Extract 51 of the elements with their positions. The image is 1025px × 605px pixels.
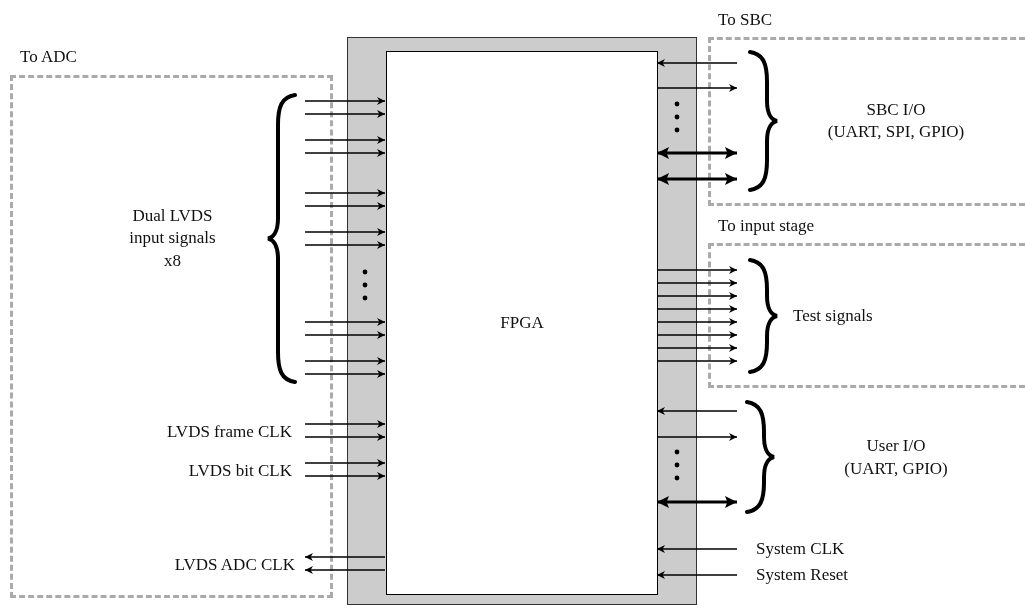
signal-label: LVDS ADC CLK: [85, 553, 305, 577]
arrow: [304, 189, 386, 197]
arrow: [304, 241, 386, 249]
fpga-block: FPGA: [386, 51, 658, 595]
pin-band: [347, 37, 697, 605]
arrow: [656, 84, 738, 92]
signal-label: LVDS bit CLK: [85, 459, 305, 483]
signal-label: LVDS frame CLK: [85, 420, 305, 444]
arrow: [304, 149, 386, 157]
double-arrow: [657, 147, 737, 159]
arrow: [304, 110, 386, 118]
double-arrow: [657, 173, 737, 185]
arrow: [656, 59, 738, 67]
arrow: [656, 279, 738, 287]
arrow: [656, 344, 738, 352]
arrow: [304, 420, 386, 428]
arrow: [304, 202, 386, 210]
arrow: [656, 331, 738, 339]
arrow: [656, 571, 738, 579]
arrow: [304, 331, 386, 339]
arrow: [304, 97, 386, 105]
region-heading: To ADC: [20, 47, 77, 67]
arrow: [304, 459, 386, 467]
signal-label: User I/O: [866, 435, 926, 458]
arrow: [304, 370, 386, 378]
arrow: [304, 553, 386, 561]
arrow: [656, 357, 738, 365]
arrow: [656, 433, 738, 441]
arrow: [304, 318, 386, 326]
signal-description: (UART, GPIO): [844, 457, 948, 480]
region-heading: To input stage: [718, 216, 815, 236]
arrow: [656, 266, 738, 274]
arrow: [304, 433, 386, 441]
signal-label: Dual LVDS input signals x8: [128, 205, 217, 272]
arrow: [304, 566, 386, 574]
arrow: [304, 472, 386, 480]
arrow: [656, 292, 738, 300]
signal-label: Test signals: [793, 306, 873, 326]
arrow: [656, 407, 738, 415]
arrow: [304, 357, 386, 365]
region-heading: To SBC: [718, 10, 773, 30]
arrow: [656, 545, 738, 553]
signal-label: System Reset: [737, 563, 907, 587]
signal-description: (UART, SPI, GPIO): [827, 121, 965, 143]
double-arrow: [657, 496, 737, 508]
signal-label: System CLK: [737, 537, 907, 561]
arrow: [304, 136, 386, 144]
arrow: [656, 305, 738, 313]
arrow: [656, 318, 738, 326]
arrow: [304, 228, 386, 236]
signal-label: SBC I/O: [866, 98, 926, 121]
